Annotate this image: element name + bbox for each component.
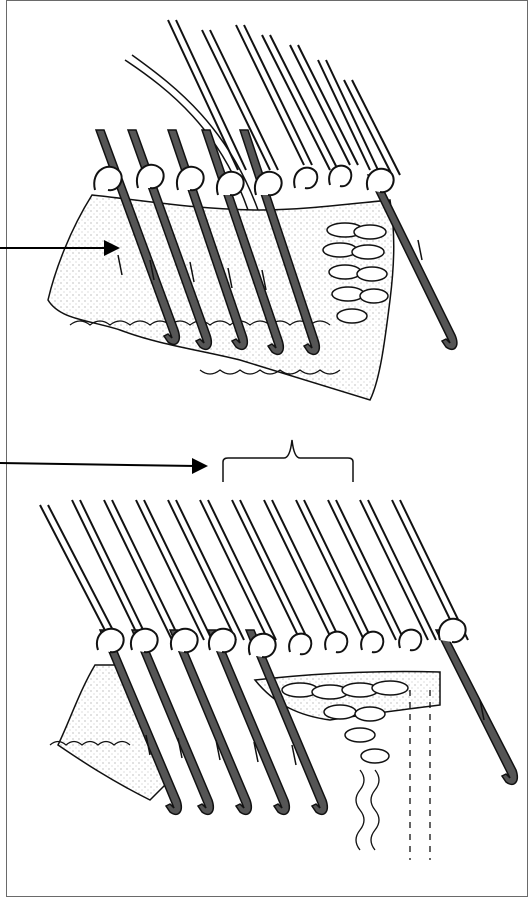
bottom-panel (40, 500, 517, 860)
knitted-fabric-bottom-left (58, 665, 170, 800)
arrow-bottom (0, 458, 208, 474)
rear-needle-bed-top (168, 20, 400, 175)
rear-needle-bed-bottom (40, 500, 468, 640)
top-panel (48, 20, 457, 400)
needle-loops-top (94, 165, 393, 195)
needle-loops-bottom (97, 619, 466, 657)
bracket (223, 440, 353, 482)
